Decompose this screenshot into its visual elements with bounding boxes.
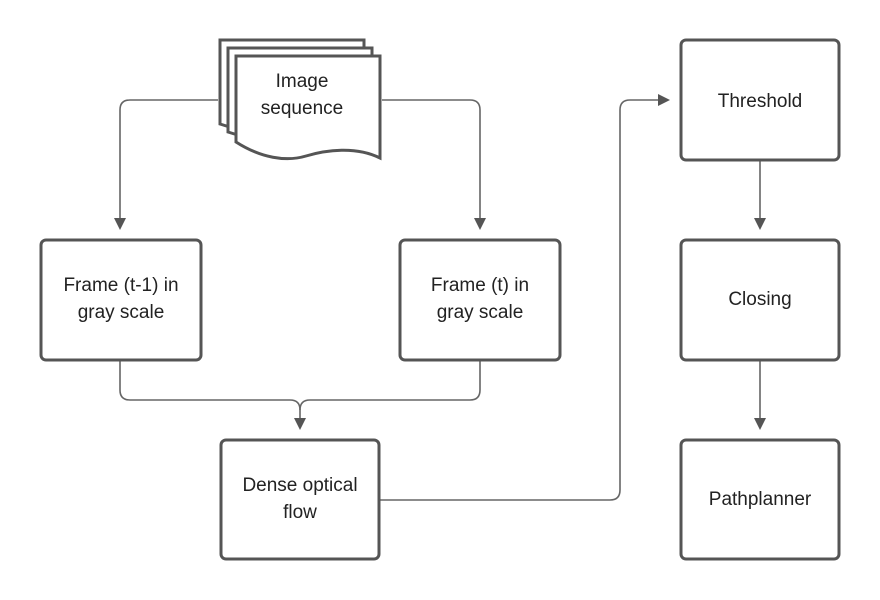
frame-curr-label-line1: Frame (t) in <box>431 275 529 296</box>
dense-flow-node: Dense optical flow <box>219 438 381 561</box>
edges <box>114 94 766 501</box>
threshold-box <box>679 38 841 162</box>
threshold-label: Threshold <box>718 91 803 112</box>
frame-curr-node: Frame (t) in gray scale <box>398 238 562 362</box>
dense-flow-label-line1: Dense optical <box>242 475 357 496</box>
pathplanner-label: Pathplanner <box>709 489 812 510</box>
dense-flow-box <box>219 438 381 561</box>
image-sequence-node: Image sequence <box>218 38 382 161</box>
threshold-node: Threshold <box>679 38 841 162</box>
edge-image-sequence-to-frame-curr <box>382 99 486 230</box>
image-sequence-label-line2: sequence <box>261 98 343 119</box>
frame-prev-box <box>39 238 203 362</box>
edge-image-sequence-to-frame-prev <box>114 99 218 230</box>
frame-prev-label-line1: Frame (t-1) in <box>63 275 178 296</box>
frame-prev-node: Frame (t-1) in gray scale <box>39 238 203 362</box>
pathplanner-node: Pathplanner <box>679 438 841 561</box>
edge-frame-curr-to-dense-flow <box>299 361 481 411</box>
closing-node: Closing <box>679 238 841 362</box>
frame-prev-label-line2: gray scale <box>78 302 165 323</box>
closing-box <box>679 238 841 362</box>
dense-flow-label-line2: flow <box>283 502 317 523</box>
edge-dense-flow-to-threshold <box>380 94 670 501</box>
closing-label: Closing <box>728 289 791 310</box>
frame-curr-box <box>398 238 562 362</box>
edge-frame-prev-to-dense-flow <box>119 361 306 430</box>
frame-curr-label-line2: gray scale <box>437 302 524 323</box>
image-sequence-label-line1: Image <box>276 71 329 92</box>
document-stack-front <box>234 54 382 161</box>
pathplanner-box <box>679 438 841 561</box>
